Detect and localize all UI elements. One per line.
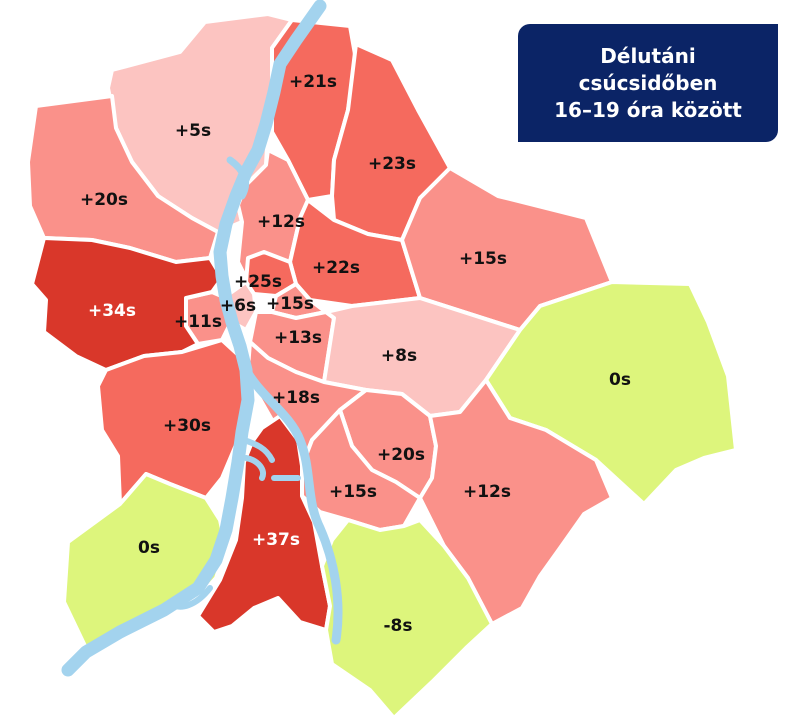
district-label: +6s [220, 296, 256, 316]
district-label: +20s [377, 445, 425, 465]
district-label: +25s [234, 272, 282, 292]
district-label: +5s [175, 121, 211, 141]
district-label: +8s [381, 346, 417, 366]
district-label: +13s [274, 328, 322, 348]
district-label: +21s [289, 72, 337, 92]
map-title-box: Délutáni csúcsidőben 16–19 óra között [518, 24, 778, 142]
title-line: csúcsidőben [578, 70, 718, 95]
district-shape[interactable] [320, 518, 494, 720]
district-label: +11s [174, 312, 222, 332]
district-label: +18s [272, 388, 320, 408]
district-label: +23s [368, 154, 416, 174]
title-line: Délutáni [600, 43, 696, 68]
district-shape[interactable] [196, 414, 332, 634]
district-label: +12s [463, 482, 511, 502]
district-label: +34s [88, 301, 136, 321]
district-label: +15s [459, 249, 507, 269]
danube-river [61, 0, 343, 677]
district-label: +22s [312, 258, 360, 278]
district-label: -8s [383, 616, 412, 636]
district-label: +20s [80, 190, 128, 210]
district-shape[interactable] [96, 338, 250, 506]
district-label: +15s [266, 294, 314, 314]
district-shape[interactable] [418, 378, 614, 626]
title-line: 16–19 óra között [554, 97, 742, 122]
district-label: +12s [257, 212, 305, 232]
district-shape[interactable] [30, 236, 224, 372]
district-label: +37s [252, 530, 300, 550]
district-label: +30s [163, 416, 211, 436]
district-label: +15s [329, 482, 377, 502]
district-label: 0s [609, 370, 631, 390]
district-label: 0s [138, 538, 160, 558]
